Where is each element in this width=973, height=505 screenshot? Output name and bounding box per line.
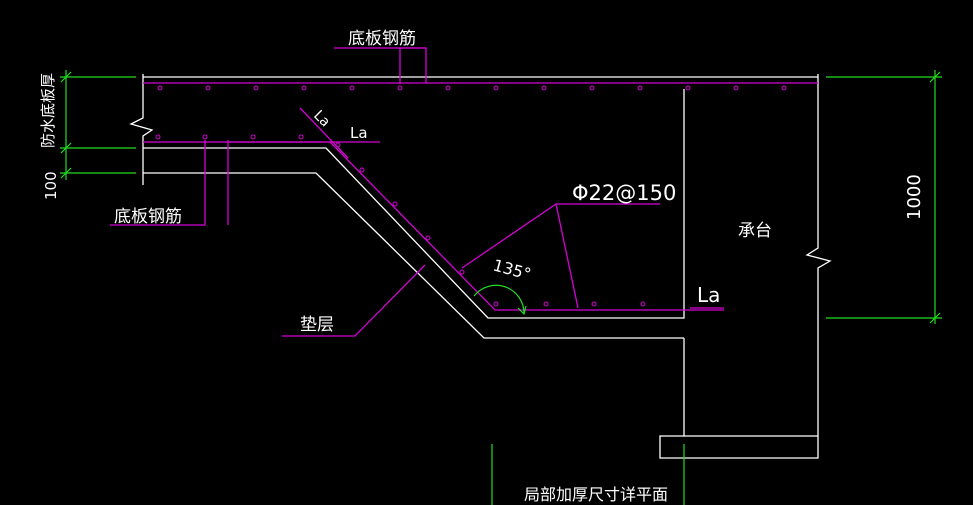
rebar-dot — [640, 301, 646, 307]
left-rebar-leader — [110, 140, 206, 226]
cushion-label: 垫层 — [300, 315, 334, 335]
right-dim-tick — [929, 312, 941, 324]
pile-cap-bottom — [659, 338, 819, 459]
rebar-dot — [493, 301, 499, 307]
rebar-dot — [459, 269, 465, 275]
rebar-group — [110, 47, 818, 337]
la-top-label: La — [350, 124, 368, 142]
rebar-spec-label: Φ22@150 — [572, 181, 676, 205]
waterproof-thickness-label: 防水底板厚 — [39, 73, 57, 148]
dim-100-label: 100 — [42, 171, 60, 200]
rebar-dot — [349, 85, 355, 91]
concrete-outline — [129, 74, 832, 505]
left-dim-tick — [60, 142, 72, 154]
rebar-dot — [392, 201, 398, 207]
rebar-dot — [685, 85, 691, 91]
rebar-dot — [250, 134, 256, 140]
rebar-dots — [155, 85, 787, 307]
left-dim-tick — [60, 167, 72, 179]
cushion-leader — [282, 264, 426, 337]
top-rebar-label: 底板钢筋 — [348, 29, 416, 49]
rebar-dot — [359, 167, 365, 173]
rebar-dot — [541, 85, 547, 91]
la-diag-label: La — [310, 108, 333, 131]
rebar-dot — [157, 85, 163, 91]
rebar-dot — [335, 142, 341, 148]
rebar-dot — [445, 85, 451, 91]
angle-arc-arrow — [517, 305, 527, 316]
rebar-dot — [425, 235, 431, 241]
slab-left-break — [129, 74, 154, 185]
rebar-dot — [591, 301, 597, 307]
la-bottom-label: La — [697, 283, 720, 307]
rebar-spec-leader — [461, 203, 660, 269]
caption-label: 局部加厚尺寸详平面 — [524, 485, 668, 504]
rebar-dot — [781, 85, 787, 91]
rebar-dot — [301, 85, 307, 91]
rebar-dot — [733, 85, 739, 91]
rebar-dot — [589, 85, 595, 91]
rebar-dot — [397, 85, 403, 91]
rebar-dot — [155, 134, 161, 140]
angle-label: 135° — [491, 256, 533, 284]
rebar-dot — [298, 134, 304, 140]
bottom-rebar-line — [143, 141, 724, 311]
pile-cap-label: 承台 — [738, 221, 772, 241]
rebar-spec-leader-2 — [555, 203, 579, 309]
dim-1000-label: 1000 — [904, 174, 925, 220]
rebar-dot — [205, 85, 211, 91]
right-dim-tick — [929, 71, 941, 83]
left-rebar-label: 底板钢筋 — [114, 207, 182, 227]
slab-bottom-edge — [143, 89, 685, 319]
rebar-dot — [253, 85, 259, 91]
top-rebar-leader — [399, 47, 427, 84]
la-diag-extension — [299, 107, 349, 159]
rebar-dot — [202, 134, 208, 140]
left-dimension — [60, 70, 136, 180]
angle-arc — [473, 284, 525, 315]
cushion-bottom-edge — [143, 172, 684, 339]
rebar-dot — [637, 85, 643, 91]
pile-cap-right-break — [805, 74, 832, 436]
left-dim-tick — [60, 71, 72, 83]
right-dimension — [826, 70, 942, 324]
rebar-dot — [543, 301, 549, 307]
rebar-dot — [493, 85, 499, 91]
